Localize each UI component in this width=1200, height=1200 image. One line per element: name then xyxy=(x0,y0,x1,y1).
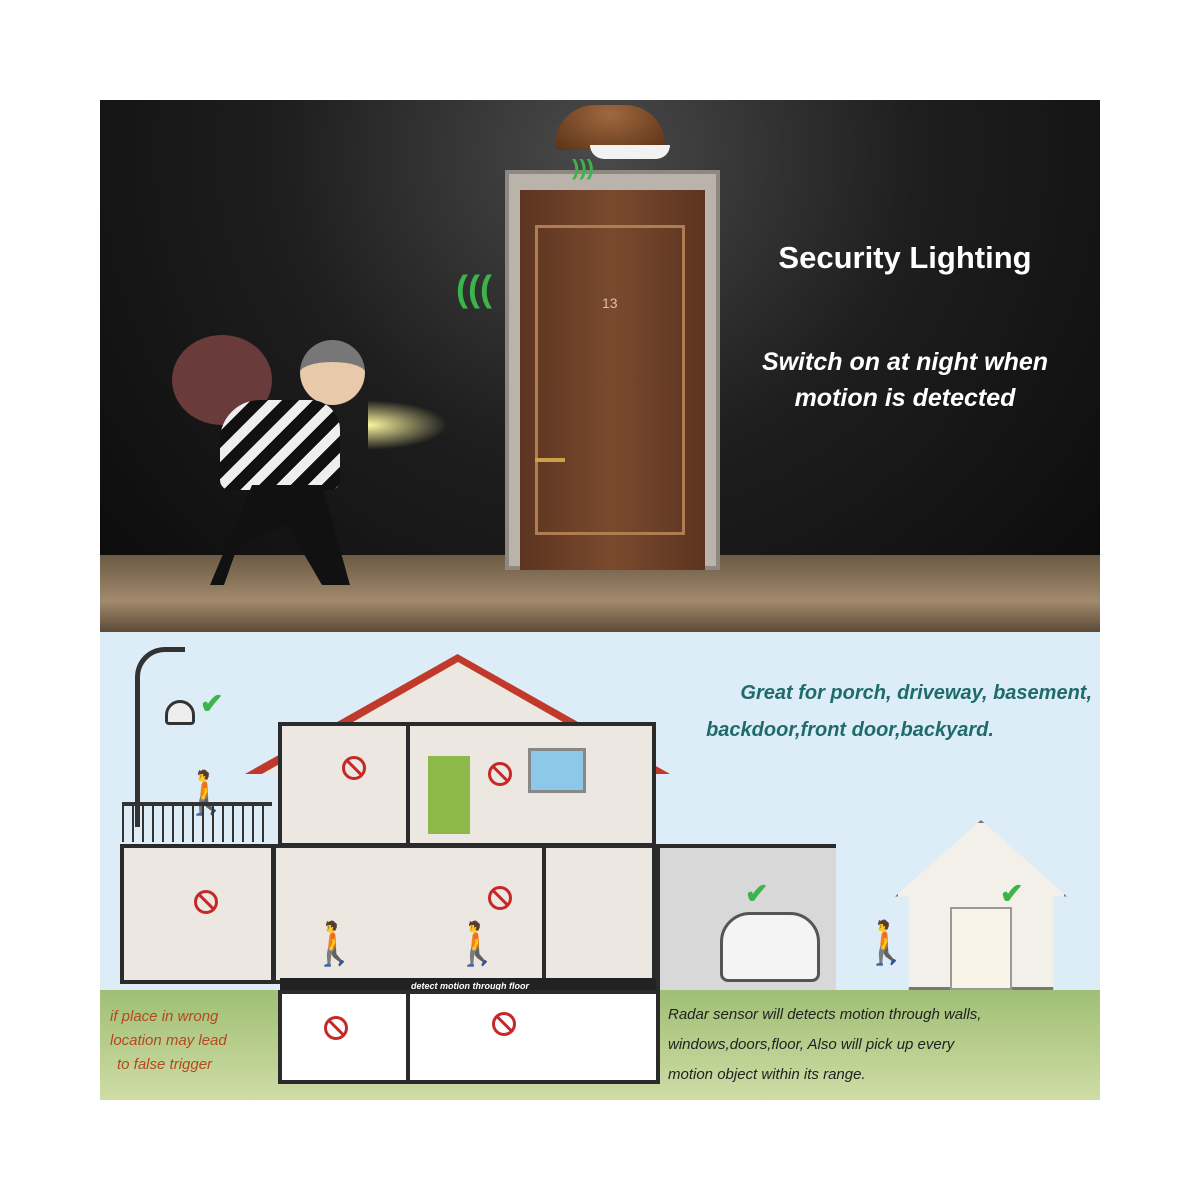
warning-line1: if place in wrong xyxy=(110,1008,219,1025)
check-icon: ✔ xyxy=(1000,878,1024,909)
flashlight-beam xyxy=(368,400,448,450)
room-utility xyxy=(542,844,656,984)
door-number: 13 xyxy=(602,295,618,311)
ceiling-lamp xyxy=(555,105,665,150)
door-handle xyxy=(535,458,565,462)
thief-head xyxy=(300,340,365,405)
check-icon: ✔ xyxy=(200,688,224,719)
walking-person-icon: 🚶 xyxy=(451,920,504,967)
balcony-railing xyxy=(122,802,272,842)
warning-line3: to false trigger xyxy=(117,1056,213,1073)
door: 13 xyxy=(520,190,705,570)
title: Security Lighting xyxy=(778,240,1032,275)
subtitle-line1: Switch on at night when xyxy=(761,348,1049,376)
motion-wave-icon: ))) xyxy=(572,155,594,180)
no-sign-icon xyxy=(488,762,512,786)
no-sign-icon xyxy=(194,890,218,914)
street-lamp-pole xyxy=(135,647,185,827)
window xyxy=(528,748,586,793)
room-living: 🚶 🚶 xyxy=(272,844,546,984)
radar-line3: motion object within its range. xyxy=(668,1066,866,1083)
room-bathroom xyxy=(278,722,410,847)
street-lamp-bulb xyxy=(165,700,195,725)
house-diagram: ✔ 🚶 🚶 🚶 detect motion through floor ✔ 🚶 … xyxy=(100,632,1100,1100)
no-sign-icon xyxy=(324,1016,348,1040)
door-panel xyxy=(535,225,685,535)
security-lighting-scene: 13 ))) ((( Security Lighting Switch on a… xyxy=(100,100,1100,632)
no-sign-icon xyxy=(492,1012,516,1036)
wardrobe xyxy=(428,756,470,834)
walking-person-icon: 🚶 xyxy=(308,920,361,967)
subtitle-line2: motion is detected xyxy=(794,384,1016,412)
radar-line2: windows,doors,floor, Also will pick up e… xyxy=(668,1036,955,1053)
motion-wave-icon: ((( xyxy=(456,268,492,309)
no-sign-icon xyxy=(342,756,366,780)
car xyxy=(720,912,820,982)
lamp-sensor xyxy=(590,145,670,159)
walking-person-icon: 🚶 xyxy=(860,919,913,966)
room-basement xyxy=(406,990,660,1084)
thief-striped-shirt xyxy=(220,400,340,490)
shed-door xyxy=(950,907,1012,990)
room-kitchen xyxy=(120,844,275,984)
check-icon: ✔ xyxy=(745,878,769,909)
locations-line2: backdoor,front door,backyard. xyxy=(706,719,994,741)
room-storage xyxy=(278,990,410,1084)
locations-line1: Great for porch, driveway, basement, xyxy=(740,682,1092,704)
no-sign-icon xyxy=(488,886,512,910)
room-bedroom xyxy=(406,722,656,847)
radar-line1: Radar sensor will detects motion through… xyxy=(668,1006,982,1023)
warning-line2: location may lead xyxy=(110,1032,227,1049)
